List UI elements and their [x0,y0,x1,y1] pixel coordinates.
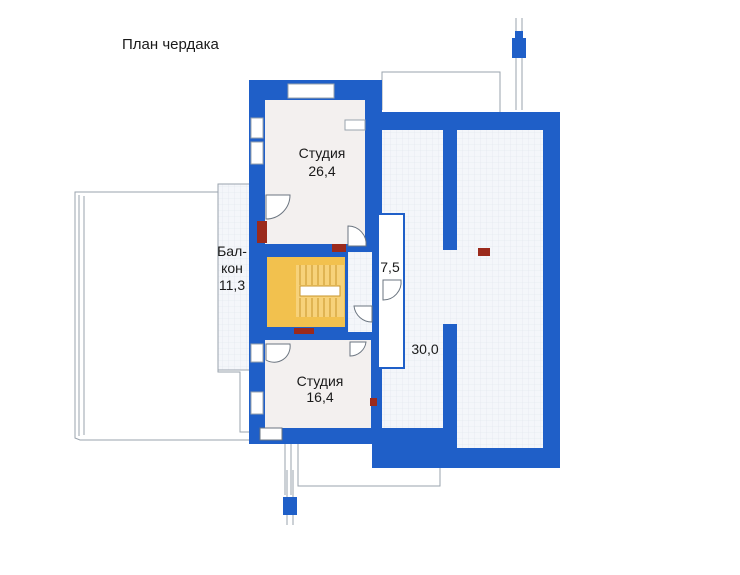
roof-outline-bottom [284,442,441,495]
vent-pipe-bottom [283,470,297,525]
staircase [267,257,345,327]
chimneys [257,221,490,406]
balcony-floor [217,183,251,371]
doors [259,194,402,441]
balcony-label-line2: кон [221,260,243,276]
studio-top-area: 26,4 [308,163,335,179]
hall-area: 7,5 [380,259,400,275]
studio-bottom-name: Студия [297,373,344,389]
studio-bottom-area: 16,4 [306,389,333,405]
balcony-label-line1: Бал- [217,243,247,259]
roof-outline-top [381,71,501,112]
plan-title: План чердака [122,36,219,53]
windows [250,83,366,415]
studio-top-name: Студия [299,145,346,161]
vent-pipe-top [512,18,526,110]
attic-area: 30,0 [411,341,438,357]
balcony-area: 11,3 [219,277,245,293]
